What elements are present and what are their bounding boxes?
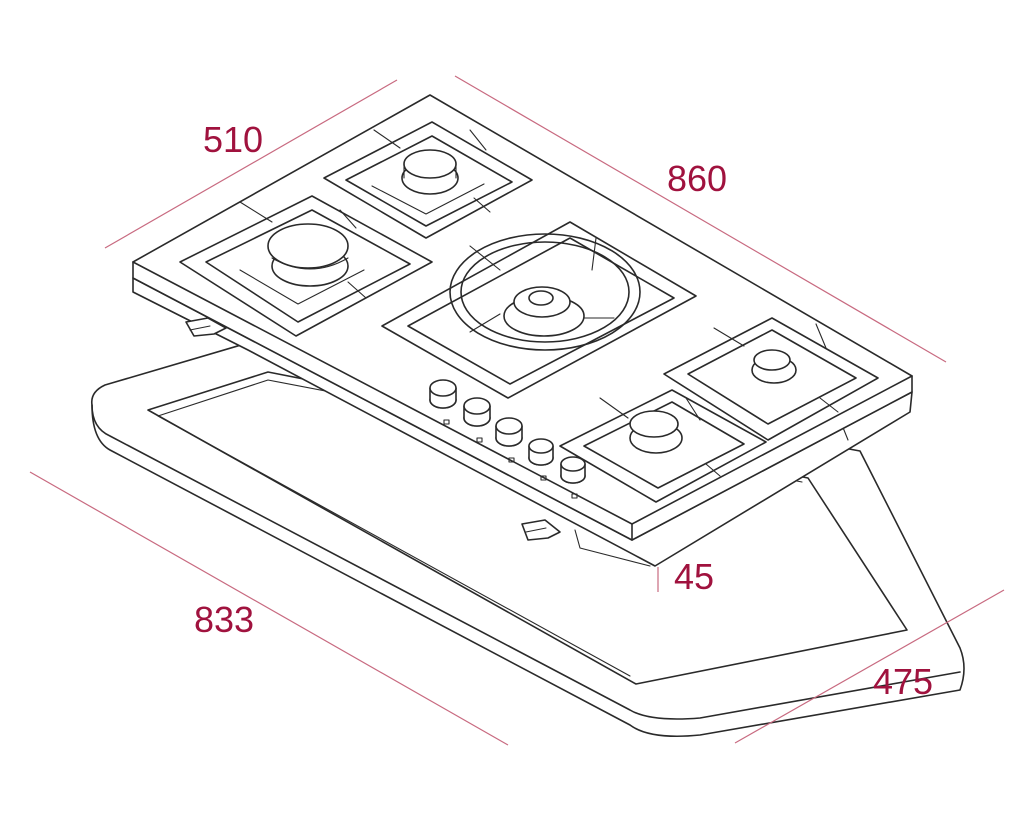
knob-3 bbox=[495, 417, 523, 463]
dimension-label-510: 510 bbox=[203, 119, 263, 160]
dimension-label-860: 860 bbox=[667, 158, 727, 199]
knob-4 bbox=[528, 438, 554, 481]
dimension-line-475 bbox=[734, 589, 1005, 744]
dimension-label-45: 45 bbox=[674, 556, 714, 597]
burner-front-left bbox=[179, 195, 433, 337]
burner-right-front bbox=[559, 389, 767, 503]
burner-back-left bbox=[323, 121, 533, 239]
dimension-labels: 510 860 45 833 475 bbox=[194, 119, 933, 702]
dimension-label-833: 833 bbox=[194, 599, 254, 640]
mounting-bracket-front bbox=[521, 519, 561, 541]
mounting-bracket-left bbox=[185, 317, 227, 337]
dimension-lines bbox=[29, 75, 1005, 746]
burner-right-back bbox=[663, 317, 879, 441]
dimension-line-510 bbox=[104, 79, 398, 249]
dimension-line-833 bbox=[29, 471, 509, 746]
knob-1 bbox=[429, 379, 457, 425]
knob-5 bbox=[560, 456, 586, 499]
dimension-label-475: 475 bbox=[873, 661, 933, 702]
burner-center-wok bbox=[381, 221, 697, 399]
dimension-line-860 bbox=[454, 75, 947, 363]
control-knobs bbox=[429, 379, 586, 499]
knob-2 bbox=[463, 397, 491, 443]
